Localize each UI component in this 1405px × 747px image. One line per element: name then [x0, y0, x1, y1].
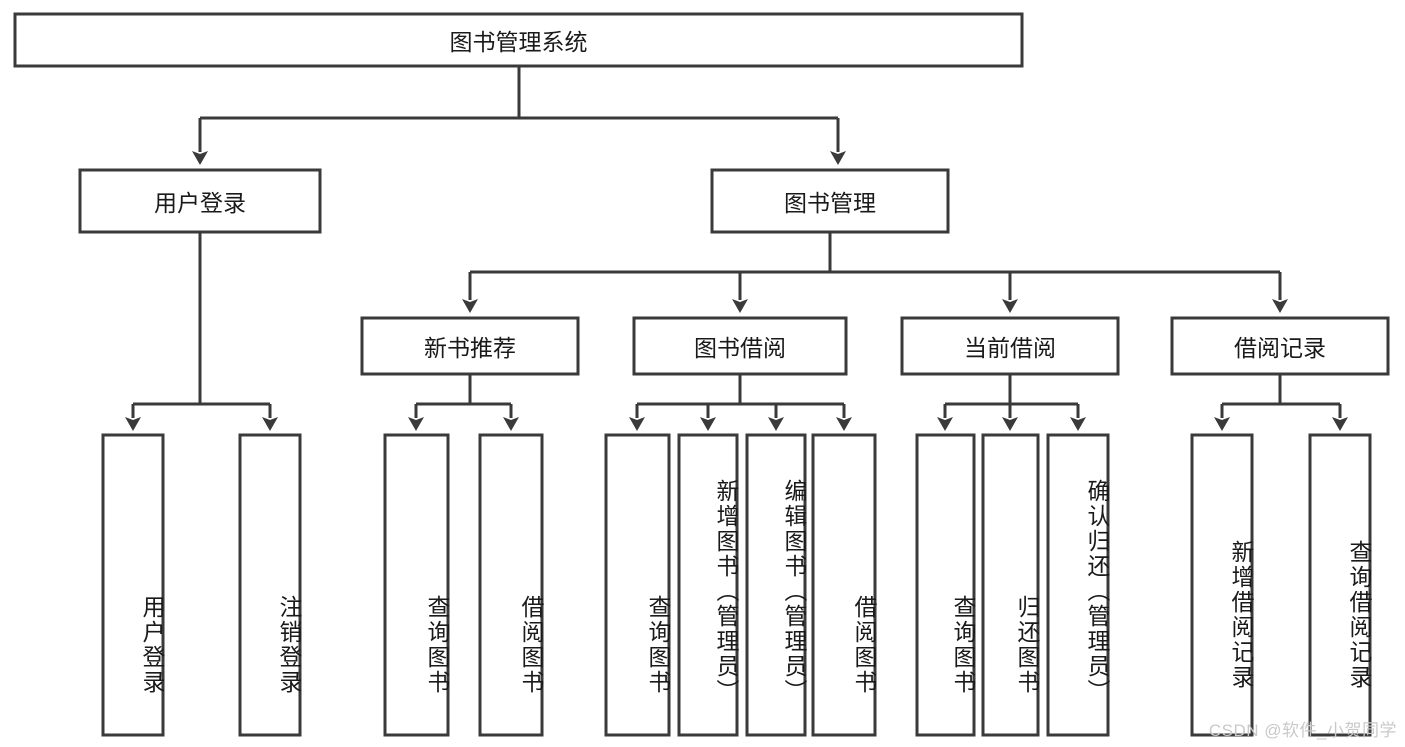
leaf-box-add-book-admin[interactable]	[677, 433, 739, 737]
connectors-newbook-to-leaves	[408, 374, 519, 431]
leaf-box-query-book-recommend[interactable]	[383, 433, 450, 737]
leaf-box-query-borrow-record[interactable]	[1308, 433, 1372, 737]
connectors-currentborrow-to-leaves	[937, 374, 1086, 431]
connectors-borrowrecord-to-leaves	[1214, 374, 1348, 431]
leaf-box-query-book-borrow[interactable]	[604, 433, 671, 737]
node-box-book-borrow[interactable]	[632, 316, 848, 376]
leaf-box-borrow-book[interactable]	[811, 433, 877, 737]
connectors-bookmgmt-to-level3	[462, 232, 1288, 313]
connectors-bookborrow-to-leaves	[629, 374, 852, 431]
leaf-box-add-borrow-record[interactable]	[1190, 433, 1254, 737]
node-box-root[interactable]	[13, 12, 1024, 68]
leaf-box-query-book-current[interactable]	[915, 433, 976, 737]
connectors-root-to-level2	[192, 66, 846, 165]
leaf-box-logout[interactable]	[238, 433, 302, 737]
node-box-borrow-record[interactable]	[1170, 316, 1390, 376]
node-box-new-book-recommend[interactable]	[360, 316, 580, 376]
node-box-book-management[interactable]	[710, 168, 950, 234]
node-box-current-borrow[interactable]	[900, 316, 1120, 376]
connectors-userlogin-to-leaves	[125, 232, 278, 431]
leaf-box-return-book[interactable]	[981, 433, 1040, 737]
leaf-box-borrow-book-recommend[interactable]	[478, 433, 544, 737]
leaf-box-confirm-return-admin[interactable]	[1046, 433, 1110, 737]
leaf-box-edit-book-admin[interactable]	[745, 433, 807, 737]
leaf-box-user-login[interactable]	[101, 433, 165, 737]
node-box-user-login[interactable]	[78, 168, 322, 234]
